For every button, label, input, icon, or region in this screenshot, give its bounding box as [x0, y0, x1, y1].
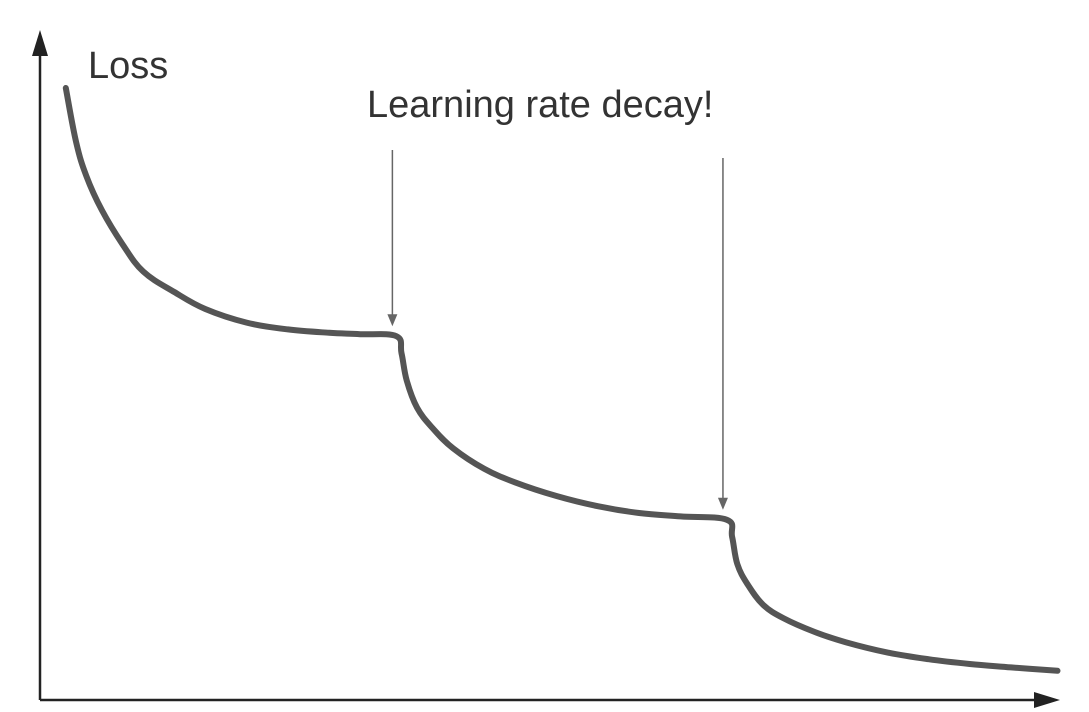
annotation-label: Learning rate decay!: [367, 84, 713, 126]
annotation-arrow-head-icon: [387, 314, 398, 327]
y-axis-arrow-icon: [32, 30, 48, 56]
annotation-arrows: [387, 150, 728, 510]
x-axis-arrow-icon: [1034, 692, 1060, 708]
y-axis-label: Loss: [88, 45, 168, 87]
loss-curve-line: [62, 85, 1061, 674]
annotation-arrow-head-icon: [717, 497, 728, 510]
